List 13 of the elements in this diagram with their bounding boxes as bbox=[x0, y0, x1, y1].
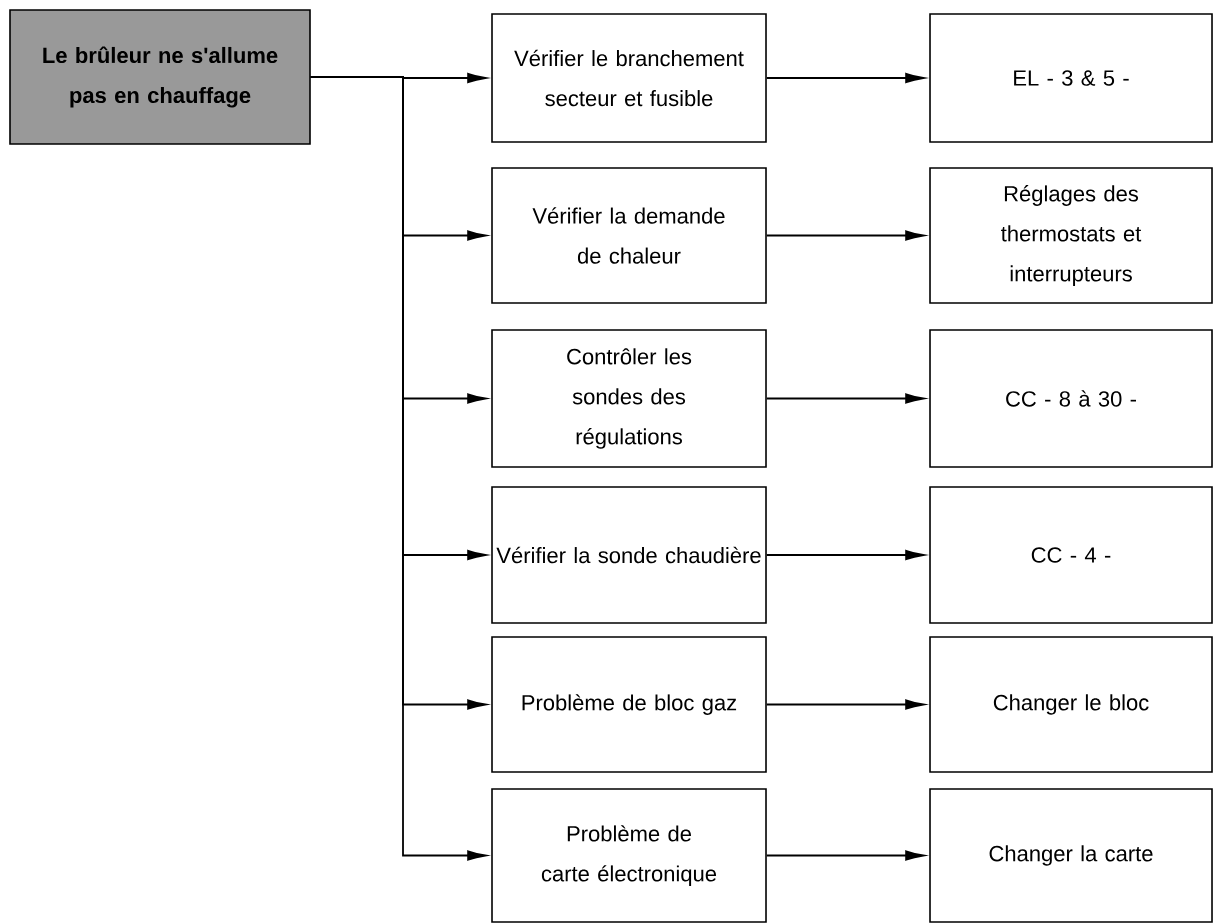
step-box: EL - 3 & 5 - bbox=[929, 13, 1213, 143]
step-box: Problème de bloc gaz bbox=[491, 636, 767, 773]
step-box: Changer la carte bbox=[929, 788, 1213, 923]
problem-box: Le brûleur ne s'allume pas en chauffage bbox=[9, 9, 311, 145]
step-box: Vérifier la sonde chaudière bbox=[491, 486, 767, 624]
step-box: Réglages des thermostats et interrupteurs bbox=[929, 167, 1213, 304]
step-box: Contrôler les sondes des régulations bbox=[491, 329, 767, 468]
step-box: Vérifier le branchement secteur et fusible bbox=[491, 13, 767, 143]
step-box: Changer le bloc bbox=[929, 636, 1213, 773]
step-box: CC - 4 - bbox=[929, 486, 1213, 624]
step-box: Problème de carte électronique bbox=[491, 788, 767, 923]
step-box: CC - 8 à 30 - bbox=[929, 329, 1213, 468]
step-box: Vérifier la demande de chaleur bbox=[491, 167, 767, 304]
